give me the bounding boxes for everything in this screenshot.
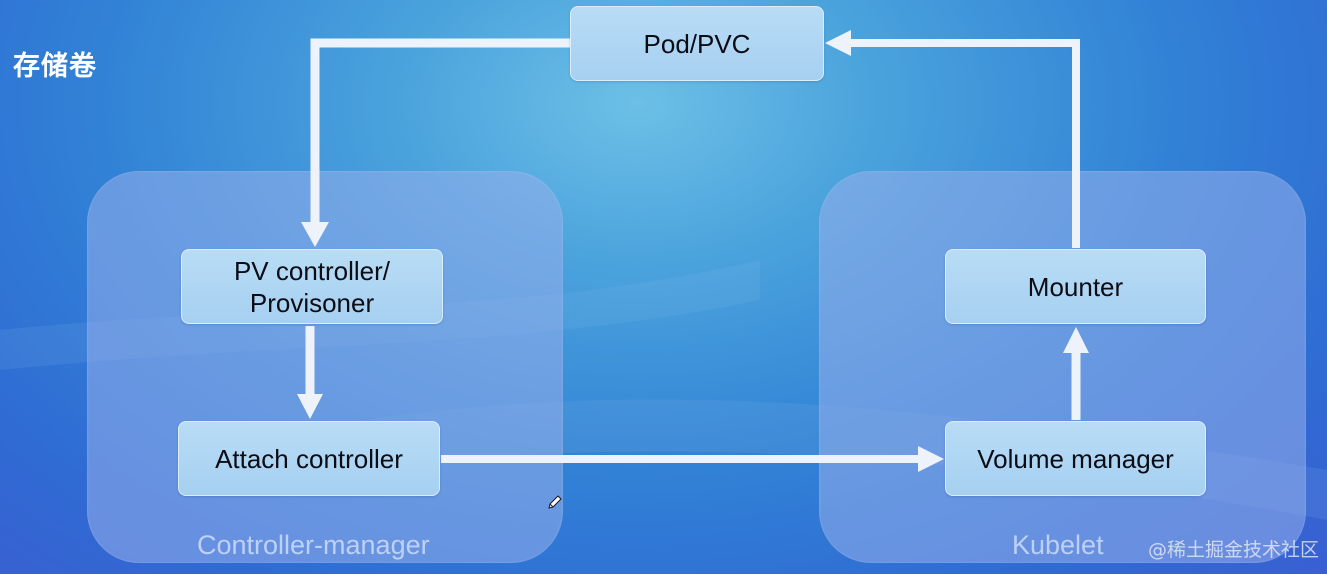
watermark: @稀土掘金技术社区	[1148, 539, 1320, 561]
pencil-icon[interactable]	[547, 494, 563, 510]
arrow-mounter-to-pod	[825, 30, 1080, 248]
pv-controller-label-line1: PV controller/	[233, 255, 391, 286]
mounter-node: Mounter	[945, 249, 1206, 324]
pv-controller-node: PV controller/ Provisoner	[181, 249, 443, 324]
volume-manager-label: Volume manager	[977, 443, 1174, 474]
arrow-pv-to-attach	[297, 326, 323, 419]
attach-controller-node: Attach controller	[178, 421, 440, 496]
arrow-volume-to-mounter	[1063, 327, 1089, 420]
controller-manager-label: Controller-manager	[197, 530, 430, 560]
arrow-attach-to-volume	[441, 446, 944, 472]
pod-pvc-node: Pod/PVC	[570, 6, 824, 81]
kubelet-group: Kubelet	[819, 171, 1306, 563]
page-title: 存储卷	[13, 51, 97, 82]
controller-manager-group: Controller-manager	[87, 171, 563, 563]
kubelet-label: Kubelet	[1012, 530, 1104, 560]
volume-manager-node: Volume manager	[945, 421, 1206, 496]
pv-controller-label-line2: Provisoner	[249, 287, 375, 318]
mounter-label: Mounter	[1027, 271, 1124, 302]
arrow-pod-to-pv	[301, 38, 570, 247]
pod-pvc-label: Pod/PVC	[643, 28, 751, 59]
attach-controller-label: Attach controller	[215, 443, 403, 474]
